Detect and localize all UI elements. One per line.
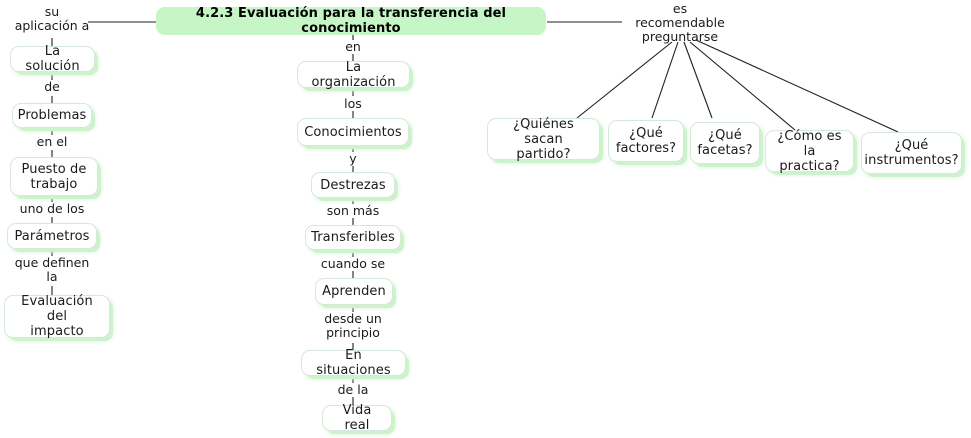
node-vida-real[interactable]: Vida real xyxy=(322,403,392,433)
link-right-to-q4 xyxy=(689,41,796,131)
node-en-situaciones[interactable]: En situaciones xyxy=(301,348,406,378)
node-en-situaciones-label: En situaciones xyxy=(316,348,391,378)
link-label-son-mas: son más xyxy=(326,203,380,218)
link-label-desde-un-principio: desde un principio xyxy=(324,311,382,340)
node-la-solucion-label: La solución xyxy=(25,44,80,74)
node-que-instrumentos-label: ¿Qué instrumentos? xyxy=(864,138,959,168)
link-label-de-la: de la xyxy=(337,382,369,397)
node-aprenden[interactable]: Aprenden xyxy=(315,278,393,305)
link-right-to-q1 xyxy=(576,41,673,119)
node-transferibles[interactable]: Transferibles xyxy=(305,225,401,250)
node-que-instrumentos[interactable]: ¿Qué instrumentos? xyxy=(861,132,962,174)
link-label-que-definen-la: que definen la xyxy=(14,255,90,284)
link-label-es-recomendable-preguntarse: es recomendable preguntarse xyxy=(635,1,725,44)
link-label-en: en xyxy=(345,39,361,54)
node-que-facetas-label: ¿Qué facetas? xyxy=(697,128,753,158)
node-vida-real-label: Vida real xyxy=(342,403,372,433)
link-right-to-q2 xyxy=(651,41,679,119)
node-parametros[interactable]: Parámetros xyxy=(7,223,97,249)
root-node-title[interactable]: 4.2.3 Evaluación para la transferencia d… xyxy=(156,6,546,36)
link-right-to-q3 xyxy=(683,41,713,119)
node-quienes-sacan-partido-label: ¿Quiénes sacan partido? xyxy=(513,116,574,162)
node-puesto-de-trabajo[interactable]: Puesto de trabajo xyxy=(10,157,98,196)
link-label-de: de xyxy=(44,79,60,94)
link-label-uno-de-los: uno de los xyxy=(19,201,85,216)
node-parametros-label: Parámetros xyxy=(14,228,90,244)
link-right-to-q5 xyxy=(695,39,899,133)
node-destrezas[interactable]: Destrezas xyxy=(311,172,395,198)
node-conocimientos-label: Conocimientos xyxy=(304,124,402,140)
node-la-organizacion-label: La organización xyxy=(311,59,396,90)
node-destrezas-label: Destrezas xyxy=(320,177,386,193)
link-label-en-el: en el xyxy=(36,134,68,149)
link-label-cuando-se: cuando se xyxy=(320,256,386,271)
link-label-y: y xyxy=(349,151,357,166)
node-transferibles-label: Transferibles xyxy=(311,230,395,245)
node-problemas-label: Problemas xyxy=(17,108,87,123)
root-node-label: 4.2.3 Evaluación para la transferencia d… xyxy=(195,6,507,36)
link-label-los: los xyxy=(344,96,362,111)
node-que-factores-label: ¿Qué factores? xyxy=(615,126,677,156)
link-label-su-aplicacion-a: su aplicación a xyxy=(14,4,90,33)
node-aprenden-label: Aprenden xyxy=(322,284,386,299)
node-como-es-la-practica[interactable]: ¿Cómo es la practica? xyxy=(765,128,854,174)
node-que-facetas[interactable]: ¿Qué facetas? xyxy=(690,122,760,164)
node-evaluacion-del-impacto-label: Evaluación del impacto xyxy=(21,294,93,339)
node-problemas[interactable]: Problemas xyxy=(12,103,92,128)
node-puesto-de-trabajo-label: Puesto de trabajo xyxy=(21,161,87,192)
node-la-organizacion[interactable]: La organización xyxy=(297,59,410,90)
node-que-factores[interactable]: ¿Qué factores? xyxy=(608,120,684,162)
node-como-es-la-practica-label: ¿Cómo es la practica? xyxy=(777,128,842,174)
node-conocimientos[interactable]: Conocimientos xyxy=(297,118,409,146)
node-quienes-sacan-partido[interactable]: ¿Quiénes sacan partido? xyxy=(487,116,600,162)
node-evaluacion-del-impacto[interactable]: Evaluación del impacto xyxy=(4,294,110,339)
node-la-solucion[interactable]: La solución xyxy=(10,44,95,74)
